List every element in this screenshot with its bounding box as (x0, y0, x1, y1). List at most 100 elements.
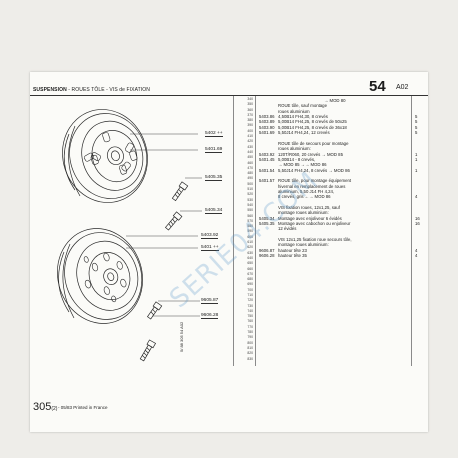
ref-number: 550 (247, 208, 253, 213)
ref-number: 380 (247, 118, 253, 123)
part-code: 5405.34 (259, 215, 275, 221)
part-code: 5401.45 (259, 156, 275, 162)
page-number: 54 (369, 78, 386, 95)
column-rule-left (233, 96, 234, 366)
callout-9605-87: 9605.87 (201, 298, 219, 304)
ref-number: 760 (247, 319, 253, 324)
side-code: 5/ 88 305 54 A02 (179, 321, 184, 352)
part-description: 5,00B14 - 8 crevés, (278, 156, 316, 162)
part-description: Montage avec enjoliveur 6 évidés (278, 215, 342, 221)
part-description: 5,50J14 FH4,24, 12 crevés (278, 130, 330, 136)
ref-number: 370 (247, 112, 253, 117)
part-description: hauteur tête 23 (278, 247, 307, 253)
ref-number: 640 (247, 255, 253, 260)
part-description: hauteur tête 35 (278, 253, 307, 259)
part-description: ROUE tôle de secours pour montage (278, 140, 349, 146)
part-description: ROUE tôle, pour montage équipement (278, 178, 352, 184)
part-description: Montage avec cabochon ou enjoliveur (278, 221, 351, 227)
ref-number: 830 (247, 356, 253, 361)
part-description: ROUE tôle, sauf montage (278, 103, 327, 109)
column-rule-qty (411, 96, 412, 366)
ref-number: 480 (247, 171, 253, 176)
ref-number: 790 (247, 335, 253, 340)
part-quantity: 5 (415, 130, 418, 136)
section-title-sub: - ROUES TÔLE - VIS de FIXATION (66, 87, 151, 93)
ref-number: 680 (247, 277, 253, 282)
part-quantity: 1 (415, 151, 418, 157)
part-quantity: 4 (415, 194, 418, 200)
part-quantity: 16 (415, 221, 420, 227)
part-code: 5403.86 (259, 114, 275, 120)
callout-5402: 5402 ++ (205, 131, 223, 137)
lower-wheel (57, 228, 143, 324)
ref-number: 770 (247, 324, 253, 329)
ref-number: 670 (247, 271, 253, 276)
part-quantity: 5 (415, 114, 418, 120)
ref-number: 730 (247, 303, 253, 308)
part-description: montage roues aluminium: (278, 242, 329, 248)
ref-number: 440 (247, 149, 253, 154)
ref-number: 420 (247, 139, 253, 144)
bolt-5405-35 (171, 181, 189, 202)
ref-number: 410 (247, 134, 253, 139)
part-description: 120T/R060, 20 crevés → MOD 85 (278, 151, 343, 157)
ref-number: 350 (247, 102, 253, 107)
ref-number: 800 (247, 340, 253, 345)
ref-number: 690 (247, 282, 253, 287)
section-title: SUSPENSION - ROUES TÔLE - VIS de FIXATIO… (33, 87, 150, 93)
part-description: 12 évidés (278, 226, 297, 232)
part-code: 5403.90 (259, 124, 275, 130)
footer-model-number: 305 (33, 401, 52, 413)
ref-number: 590 (247, 229, 253, 234)
ref-number: 780 (247, 330, 253, 335)
part-description: → MOD 85 →→ MOD 86 (278, 162, 327, 168)
part-description: hivernal en remplacement de roues (278, 183, 346, 189)
ref-number: 740 (247, 308, 253, 313)
ref-number: 580 (247, 224, 253, 229)
part-description: aluminium, 5,50 J14 FH 4,24, (278, 188, 335, 194)
part-description: 5,00B14 FH4,25, 8 crevés de 36x18 (278, 124, 347, 130)
footer-model-suffix: (2) (51, 406, 58, 412)
ref-number: 530 (247, 197, 253, 202)
part-quantity: 16 (415, 215, 420, 221)
part-description: roues aluminium (278, 108, 310, 114)
ref-number: 630 (247, 250, 253, 255)
ref-number: 610 (247, 240, 253, 245)
part-quantity: 5 (415, 124, 418, 130)
part-code: 5405.35 (259, 221, 275, 227)
section-title-main: SUSPENSION (33, 87, 67, 93)
ref-number: 390 (247, 123, 253, 128)
part-description: VIS fixation roues, 12x1,25, sauf (278, 205, 340, 210)
part-code: 5401.54 (259, 167, 275, 173)
part-description: VIS 12x1,25 fixation roue secours tôle, (278, 237, 352, 243)
header-rule (30, 95, 428, 96)
model-arrow: → MOD 80 (324, 98, 346, 103)
ref-number: 490 (247, 176, 253, 181)
wheel-illustration (57, 109, 202, 362)
ref-number: 700 (247, 287, 253, 292)
part-quantity: 1 (415, 167, 418, 173)
part-code: 5401.57 (259, 178, 275, 184)
ref-number: 430 (247, 144, 253, 149)
ref-number: 660 (247, 266, 253, 271)
part-code: 9606.87 (259, 247, 275, 253)
ref-number: 710 (247, 292, 253, 297)
part-code: 5401.69 (259, 130, 275, 136)
ref-number: 600 (247, 234, 253, 239)
ref-number: 750 (247, 314, 253, 319)
callout-5401-pp: 5401 ++ (201, 245, 219, 251)
upper-wheel (62, 109, 148, 203)
ref-number: 620 (247, 245, 253, 250)
ref-number: 520 (247, 192, 253, 197)
ref-number: 540 (247, 202, 253, 207)
part-quantity: 1 (415, 156, 418, 162)
callout-5405-35: 5405.35 (205, 175, 223, 181)
catalog-page (30, 72, 428, 432)
callout-5405-34: 5405.34 (205, 208, 223, 214)
ref-number: 810 (247, 345, 253, 350)
part-description: roues aluminium: (278, 146, 311, 152)
part-description: 8 crevés, gris ←→ MOD 86 (278, 194, 331, 200)
ref-number: 500 (247, 181, 253, 186)
bolt-9605-87 (146, 301, 163, 320)
